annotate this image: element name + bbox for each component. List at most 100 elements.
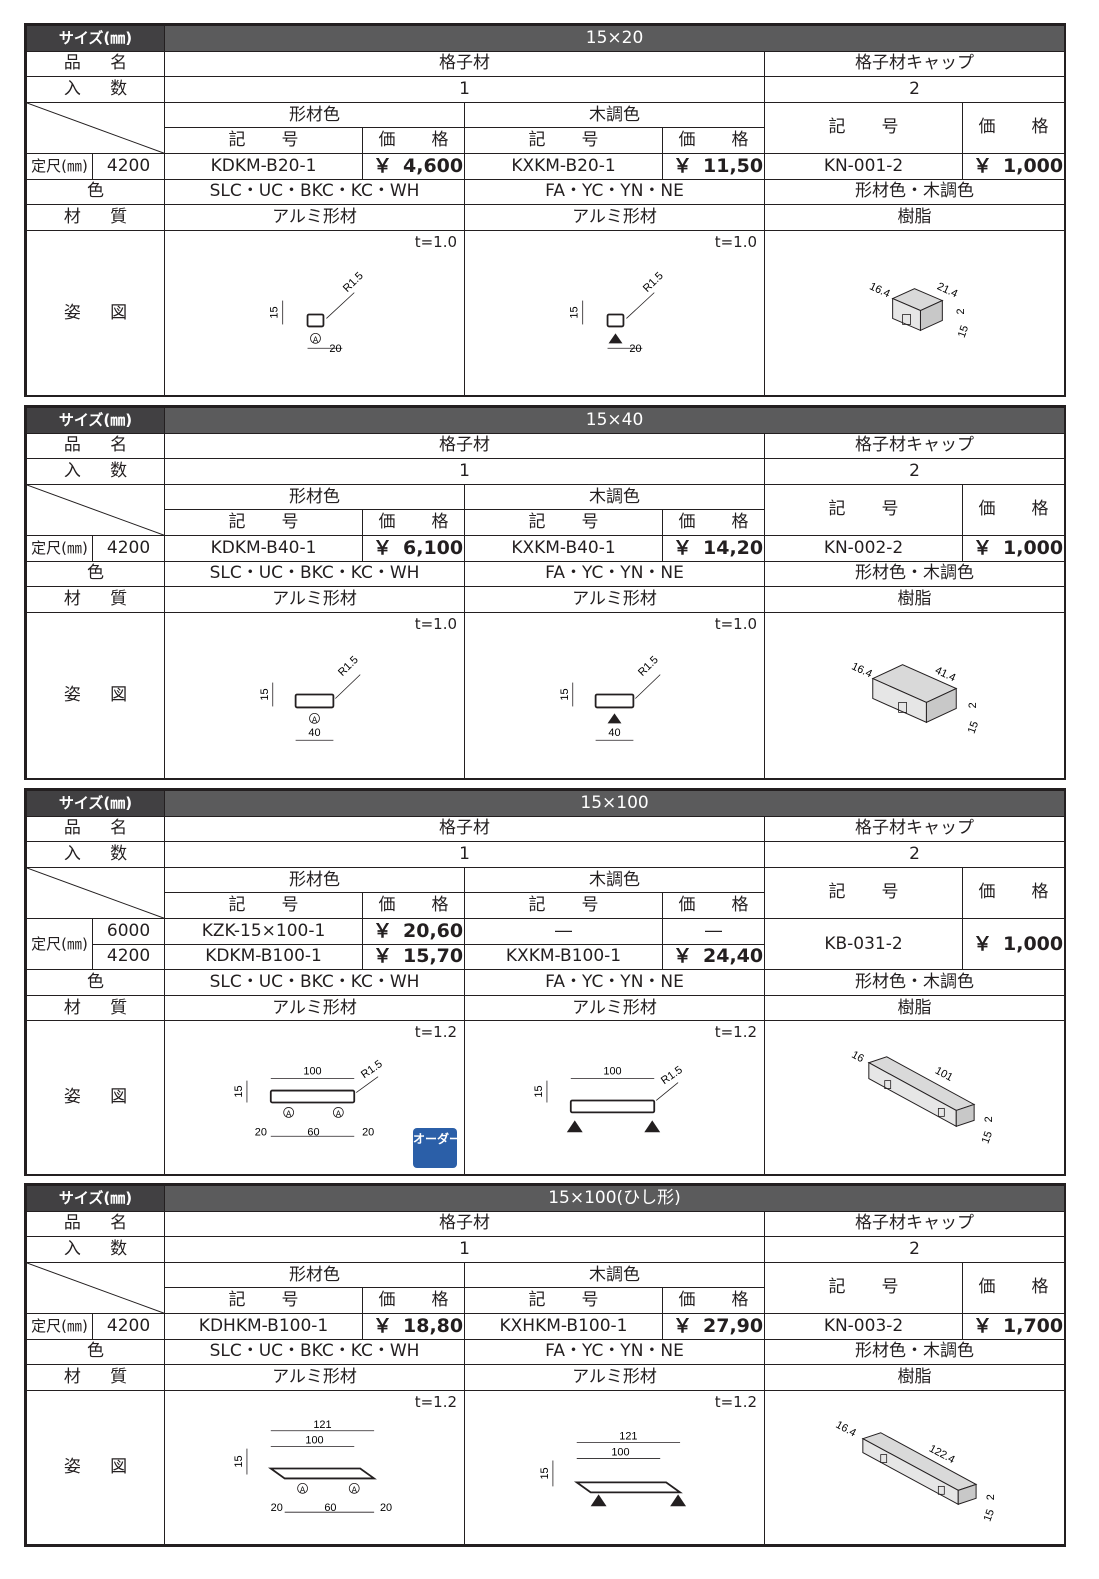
name-label: 品 名 (25, 815, 166, 843)
cap-name: 格子材キャップ (764, 815, 1066, 843)
yen-sign: ￥ (673, 1314, 693, 1337)
dim-radius: R1.5 (359, 1058, 385, 1081)
cap-material: 樹脂 (764, 586, 1066, 613)
dim-height: 15 (259, 688, 271, 700)
size-value: 15×100 (164, 790, 1066, 817)
wood-code-header: 記 号 (464, 127, 664, 154)
mark-a: A (286, 1110, 292, 1119)
frame-material: アルミ形材 (164, 204, 466, 231)
spec-table-15x40: サイズ(㎜) 15×40 品 名 格子材 格子材キャップ 入 数 1 2 形材色… (24, 405, 1066, 780)
material-label: 材 質 (25, 994, 166, 1022)
yen-sign: ￥ (373, 154, 393, 177)
frame-code: KDHKM-B100-1 (164, 1312, 364, 1340)
name-label: 品 名 (25, 432, 166, 460)
color-label: 色 (25, 560, 166, 588)
length-label: 定尺(㎜) (26, 152, 93, 180)
frame-color-header: 形材色 (164, 483, 466, 511)
cap-name: 格子材キャップ (764, 1210, 1066, 1238)
dim-width-outer: 121 (619, 1430, 637, 1442)
mark-a: A (312, 715, 318, 724)
wood-colors: FA・YC・YN・NE (464, 1338, 766, 1366)
cap-price: ￥1,000 (962, 534, 1066, 562)
cap-drawing: 16.4 41.4 2 15 (764, 611, 1066, 779)
wood-price: ￥27,900 (662, 1312, 766, 1340)
diagonal-header-cell (25, 1261, 166, 1314)
length-value-4200: 4200 (91, 943, 166, 971)
wood-code-header: 記 号 (464, 1287, 664, 1314)
color-label: 色 (25, 178, 166, 206)
length-label: 定尺(㎜) (26, 534, 93, 562)
wood-code: KXHKM-B100-1 (464, 1312, 664, 1340)
qty-label: 入 数 (25, 76, 166, 103)
wood-price: ￥14,200 (662, 534, 766, 562)
length-value: 4200 (91, 152, 166, 180)
figure-label: 姿 図 (25, 611, 166, 779)
size-value: 15×100(ひし形) (164, 1185, 1066, 1212)
cap-colors: 形材色・木調色 (764, 560, 1066, 588)
dim-width: 40 (308, 727, 320, 739)
frame-color-header: 形材色 (164, 1261, 466, 1289)
cap-material: 樹脂 (764, 204, 1066, 231)
dim-span-2: 60 (307, 1127, 319, 1139)
qty-label: 入 数 (25, 1236, 166, 1263)
order-cut-badge: オーダーカット (413, 1128, 464, 1169)
frame-profile-drawing: t=1.2 121 100 15 A A 20 60 20 (164, 1389, 466, 1545)
dim-height: 15 (269, 306, 281, 318)
frame-price-header: 価 格 (362, 127, 466, 154)
dim-b: 21.4 (935, 280, 959, 300)
yen-sign: ￥ (373, 919, 393, 942)
dim-height: 15 (559, 688, 571, 700)
dim-radius: R1.5 (636, 654, 661, 679)
length-value: 4200 (91, 534, 166, 562)
size-label: サイズ(㎜) (25, 790, 166, 817)
dim-radius: R1.5 (641, 270, 666, 295)
cap-code: KN-002-2 (764, 534, 964, 562)
dim-span-3: 20 (380, 1502, 392, 1514)
wood-color-header: 木調色 (464, 1261, 766, 1289)
figure-label: 姿 図 (25, 1020, 166, 1176)
material-label: 材 質 (25, 204, 166, 231)
wood-material: アルミ形材 (464, 586, 766, 613)
name-label: 品 名 (25, 1210, 166, 1238)
dim-c: 2 (955, 308, 967, 314)
dim-c: 2 (985, 1494, 997, 1500)
cap-name: 格子材キャップ (764, 50, 1066, 78)
wood-colors: FA・YC・YN・NE (464, 178, 766, 206)
cap-drawing: 16.4 122.4 2 15 (764, 1389, 1066, 1545)
spec-table-15x100-diamond: サイズ(㎜) 15×100(ひし形) 品 名 格子材 格子材キャップ 入 数 1… (24, 1183, 1066, 1547)
wood-colors: FA・YC・YN・NE (464, 560, 766, 588)
cap-price: ￥1,700 (962, 1312, 1066, 1340)
diagonal-header-cell (25, 866, 166, 919)
yen-sign: ￥ (673, 154, 693, 177)
wood-price-header: 価 格 (662, 127, 766, 154)
dim-d: 15 (966, 720, 981, 736)
dim-a: 16.4 (868, 280, 892, 300)
cap-price-header: 価 格 (962, 1261, 1066, 1314)
yen-sign: ￥ (973, 154, 993, 177)
cap-drawing: 16 101 2 15 (764, 1020, 1066, 1176)
frame-color-header: 形材色 (164, 866, 466, 894)
dim-span-1: 20 (271, 1502, 283, 1514)
frame-profile-drawing: t=1.2 オーダーカット 100 15 R1.5 A A 20 60 20 (164, 1020, 466, 1176)
dim-height: 15 (533, 1086, 545, 1098)
wood-color-header: 木調色 (464, 866, 766, 894)
cap-colors: 形材色・木調色 (764, 178, 1066, 206)
frame-price-6000: ￥20,600 (362, 917, 466, 945)
dim-width: 40 (608, 727, 620, 739)
wood-code: KXKM-B20-1 (464, 152, 664, 180)
material-label: 材 質 (25, 1364, 166, 1391)
wood-price-4200: ￥24,400 (662, 943, 766, 971)
dim-c: 2 (967, 702, 979, 708)
dim-span-3: 20 (362, 1127, 374, 1139)
frame-price: ￥6,100 (362, 534, 466, 562)
size-value: 15×20 (164, 25, 1066, 52)
frame-profile-drawing: t=1.0 15 R1.5 A 40 (164, 611, 466, 779)
cap-colors: 形材色・木調色 (764, 1338, 1066, 1366)
thickness-note: t=1.2 (714, 1392, 758, 1411)
size-label: サイズ(㎜) (25, 1185, 166, 1212)
cap-price: ￥1,000 (962, 152, 1066, 180)
mark-a: A (352, 1485, 358, 1494)
lattice-name: 格子材 (164, 1210, 766, 1238)
wood-code-header: 記 号 (464, 509, 664, 536)
spec-table-15x100: サイズ(㎜) 15×100 品 名 格子材 格子材キャップ 入 数 1 2 形材… (24, 788, 1066, 1176)
